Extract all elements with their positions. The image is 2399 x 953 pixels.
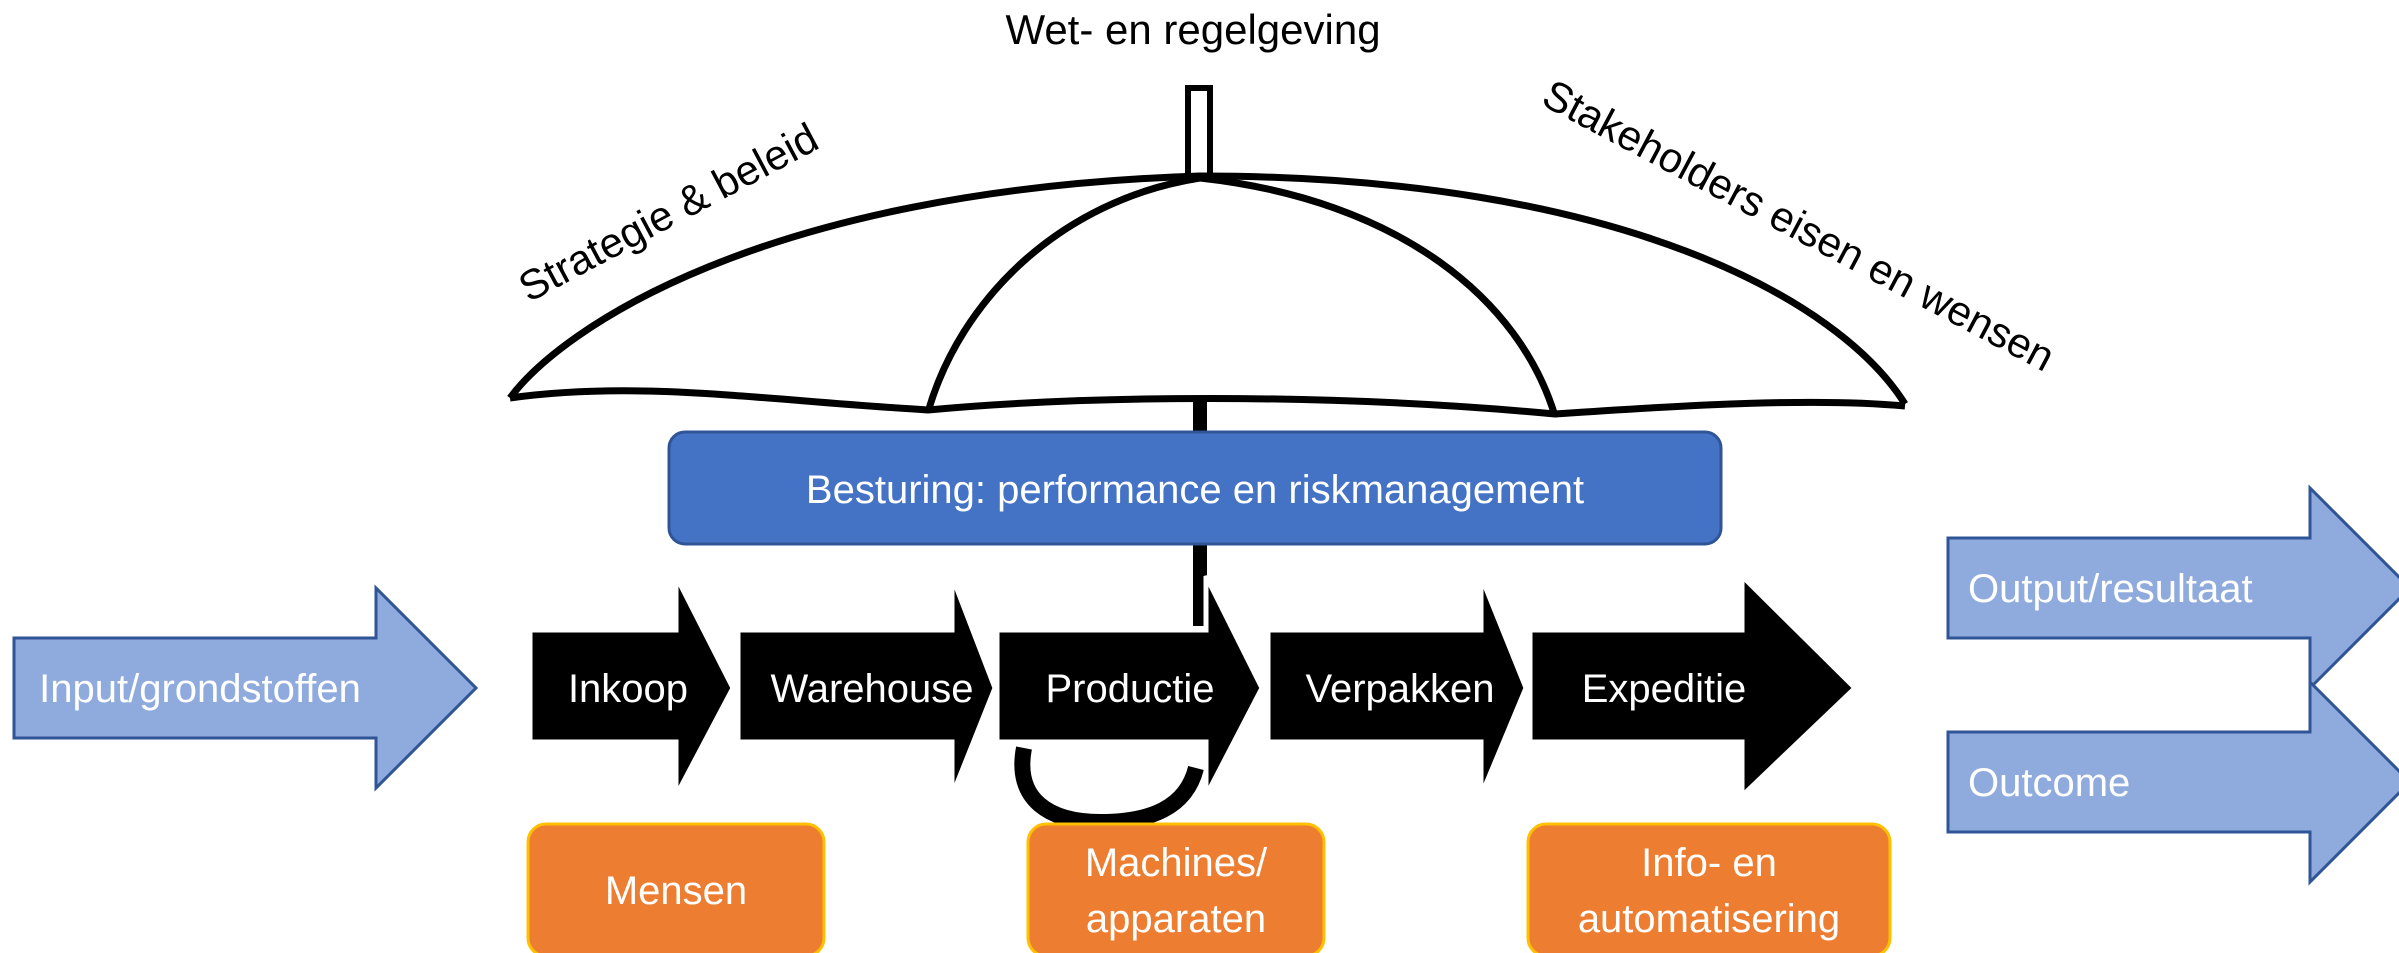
output-arrow-label: Outcome (1968, 761, 2130, 805)
process-step-label: Warehouse (770, 667, 973, 711)
process-step-productie: Productie (994, 574, 1265, 798)
process-step-expeditie: Expeditie (1527, 570, 1859, 802)
resource-label-line2: apparaten (1086, 897, 1266, 941)
umbrella-illustration (507, 85, 1908, 831)
umbrella-canopy-hem (509, 387, 1906, 418)
process-chain: Inkoop Warehouse Productie Verpakken Exp… (527, 570, 1859, 802)
process-step-warehouse: Warehouse (735, 575, 998, 797)
process-step-inkoop: Inkoop (527, 574, 736, 798)
resource-automatisering: Info- en automatisering (1526, 822, 1892, 953)
input-arrow-shape (12, 584, 479, 792)
control-bar-label: Besturing: performance en riskmanagement (806, 468, 1584, 512)
control-bar: Besturing: performance en riskmanagement (667, 430, 1723, 546)
control-bar-box (667, 430, 1723, 546)
process-step-label: Productie (1046, 667, 1215, 711)
resource-machines: Machines/ apparaten (1026, 822, 1326, 953)
resources: Mensen Machines/ apparaten Info- en auto… (526, 822, 1892, 953)
input-arrow-label: Input/grondstoffen (39, 667, 361, 711)
resource-label: Mensen (605, 869, 747, 913)
process-step-label: Expeditie (1582, 667, 1747, 711)
output-arrow-outcome: Outcome (1946, 678, 2399, 886)
umbrella-handle (1014, 746, 1204, 831)
umbrella-rib-left (924, 174, 1201, 413)
output-arrows: Output/resultaat Outcome (1946, 484, 2399, 886)
input-arrow: Input/grondstoffen (12, 584, 479, 792)
resource-label-line2: automatisering (1578, 897, 1840, 941)
process-step-label: Verpakken (1305, 667, 1494, 711)
regulation-label: Wet- en regelgeving (1005, 6, 1380, 53)
process-step-label: Inkoop (568, 667, 688, 711)
resource-label: Machines/ (1085, 841, 1268, 885)
output-arrow-result: Output/resultaat (1946, 484, 2399, 692)
resource-label: Info- en (1641, 841, 1777, 885)
process-step-verpakken: Verpakken (1265, 575, 1529, 797)
output-arrow-label: Output/resultaat (1968, 567, 2253, 611)
resource-mensen: Mensen (526, 822, 826, 953)
umbrella-rib-right (1199, 174, 1559, 418)
umbrella-tip (1185, 85, 1213, 181)
